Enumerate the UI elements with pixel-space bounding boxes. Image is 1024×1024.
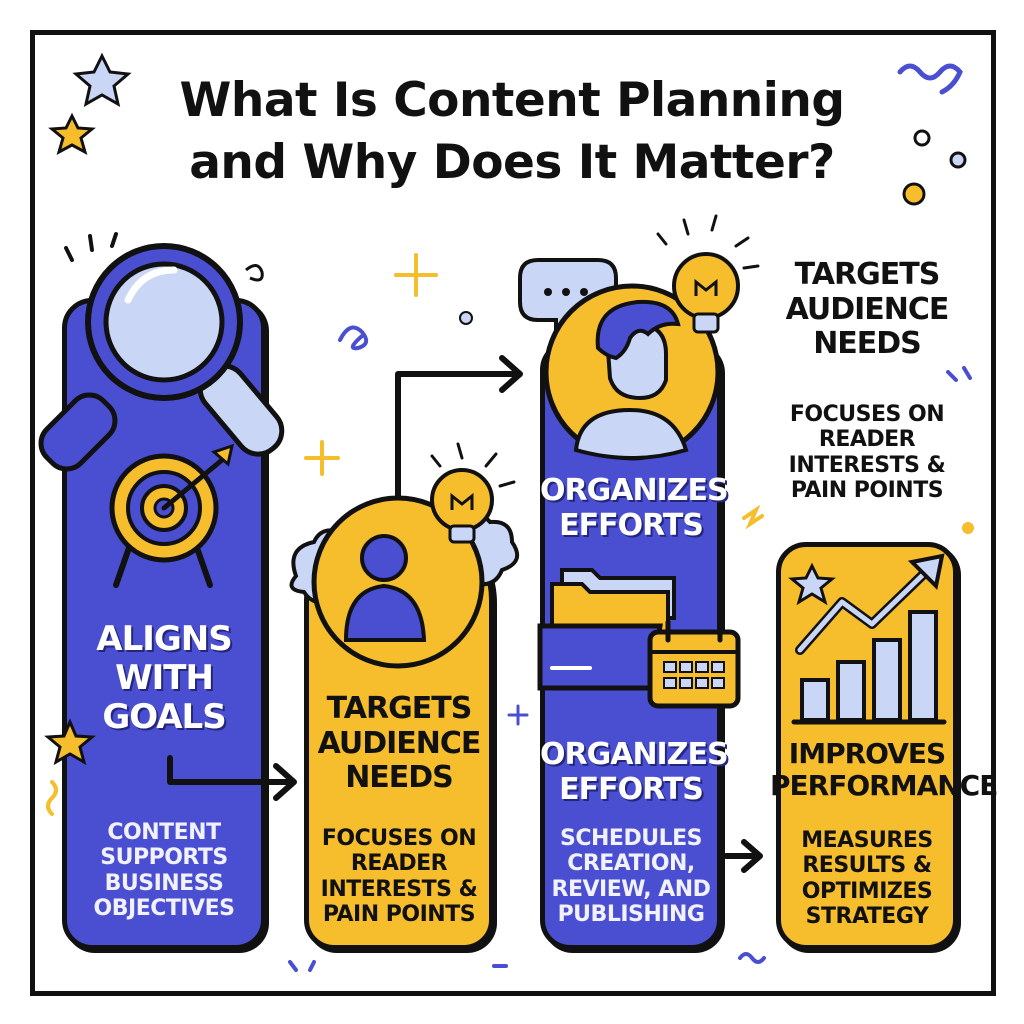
- targets-audience-needs-description: Focuses On Reader Interests & Pain Point…: [304, 826, 494, 927]
- target-icon: [109, 443, 235, 588]
- targets-audience-needs-heading: Targets Audience Needs: [304, 691, 494, 796]
- side-note-heading: Targets Audience Needs: [762, 257, 972, 362]
- calendar-icon: [647, 619, 741, 709]
- dot-icon: [459, 311, 473, 325]
- magnifying-glass-icon: [38, 232, 285, 472]
- heading-line: Organizes: [540, 737, 729, 772]
- sparkle-icon: [304, 440, 340, 476]
- organizes-efforts-heading: Organizes Efforts: [540, 737, 729, 807]
- heading-line: Needs: [813, 326, 922, 361]
- title-line-1: What Is Content Planning: [179, 73, 845, 128]
- description-line: Focuses On: [321, 826, 477, 851]
- lightbulb-icon: [430, 442, 516, 544]
- description-line: Publishing: [557, 901, 705, 927]
- dot-icon: [913, 129, 931, 147]
- heading-line: Needs: [345, 760, 454, 795]
- arrow-icon: [723, 839, 763, 873]
- improves-performance-description: Measures Results & Optimizes Strategy: [776, 828, 958, 929]
- heading-line: Efforts: [559, 507, 704, 543]
- star-icon: [788, 562, 836, 606]
- aligns-with-goals-description: Content Supports Business Objectives: [62, 820, 266, 921]
- heading-line: Audience: [317, 725, 482, 761]
- heading-line: Aligns: [96, 619, 232, 659]
- description-line: Optimizes: [801, 878, 933, 904]
- description-line: Review, And: [551, 876, 711, 902]
- description-line: Interests &: [320, 876, 478, 902]
- description-line: Creation,: [567, 851, 695, 877]
- page-title: What Is Content Planning and Why Does It…: [0, 70, 1024, 194]
- arrow-icon: [167, 755, 297, 801]
- dot-icon: [949, 151, 967, 169]
- organizes-efforts-top-heading: Organizes Efforts: [540, 473, 729, 543]
- star-icon: [72, 52, 132, 107]
- description-line: Reader: [350, 851, 448, 877]
- dot-icon: [962, 522, 974, 534]
- squiggle-icon: [46, 780, 58, 816]
- description-line: Reader: [818, 427, 916, 453]
- lightbulb-icon: [656, 214, 760, 334]
- dash-icon: [288, 366, 972, 972]
- squiggle-icon: [742, 504, 764, 530]
- description-line: Schedules: [560, 826, 702, 851]
- title-line-2: and Why Does It Matter?: [189, 135, 835, 190]
- description-line: Strategy: [805, 903, 929, 929]
- description-line: Business: [104, 870, 224, 896]
- description-line: Focuses On: [789, 402, 945, 427]
- description-line: Results &: [802, 853, 932, 879]
- description-line: Objectives: [93, 895, 235, 921]
- heading-line: Improves: [788, 737, 946, 770]
- growth-chart-icon: [791, 553, 947, 725]
- star-icon: [44, 718, 96, 766]
- person-icon: [573, 299, 689, 460]
- heading-line: Performance: [770, 769, 998, 803]
- description-line: Interests &: [788, 452, 946, 478]
- arrow-icon: [395, 355, 523, 503]
- heading-line: Organizes: [540, 473, 729, 508]
- description-line: Pain Points: [322, 901, 476, 927]
- heading-line: Audience: [785, 291, 950, 327]
- heading-line: Targets: [794, 257, 941, 292]
- organizes-efforts-description: Schedules Creation, Review, And Publishi…: [540, 826, 722, 927]
- improves-performance-heading: Improves Performance: [770, 737, 998, 803]
- heading-line: Goals: [102, 697, 226, 738]
- heading-line: With: [115, 658, 214, 699]
- description-line: Supports: [100, 845, 228, 871]
- dot-icon: [902, 182, 926, 206]
- sparkle-icon: [394, 253, 438, 297]
- sparkle-icon: [507, 704, 529, 726]
- folder-icon: [537, 568, 676, 691]
- squiggle-icon: [897, 63, 963, 95]
- description-line: Measures: [801, 828, 933, 853]
- squiggle-icon: [338, 325, 369, 351]
- side-note-description: Focuses On Reader Interests & Pain Point…: [762, 402, 972, 503]
- heading-line: Efforts: [559, 771, 704, 807]
- description-line: Content: [107, 820, 221, 845]
- description-line: Pain Points: [790, 477, 944, 503]
- star-icon: [48, 112, 96, 156]
- aligns-with-goals-heading: Aligns With Goals: [62, 619, 266, 738]
- person-icon: [343, 534, 427, 642]
- heading-line: Targets: [326, 691, 473, 726]
